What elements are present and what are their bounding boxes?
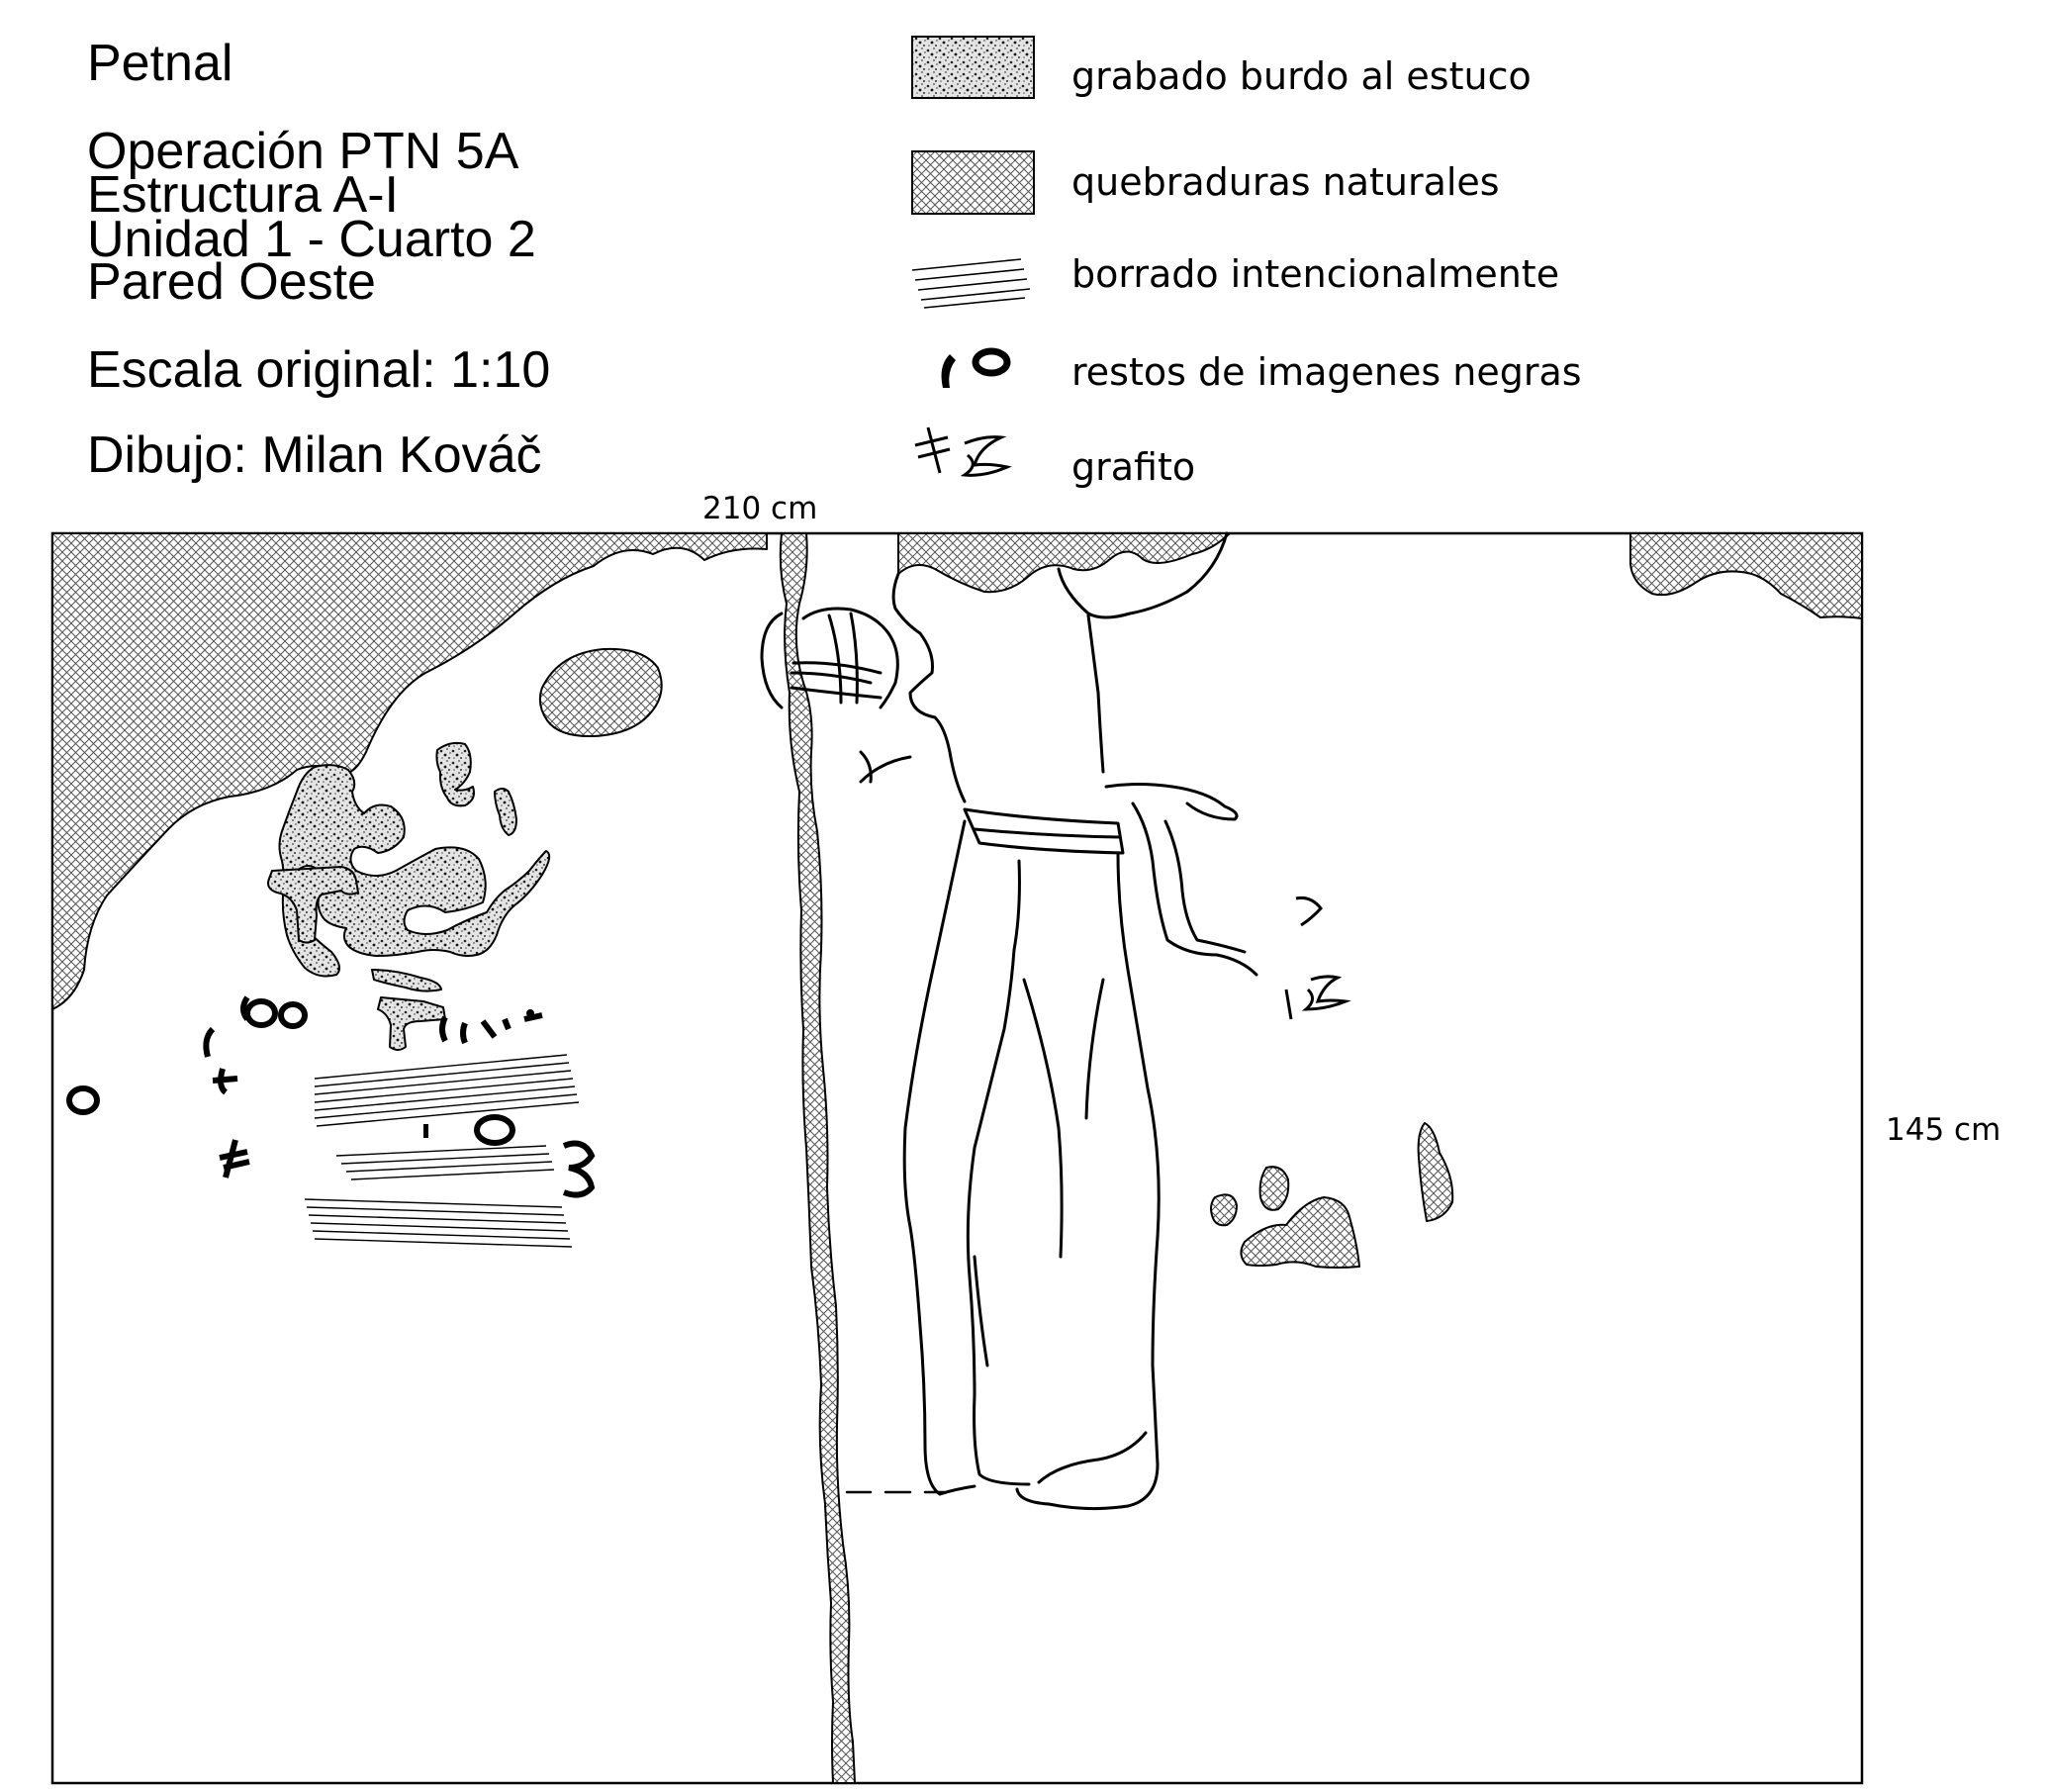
engraving-lower-t (377, 996, 446, 1051)
engraving-dash (371, 969, 442, 992)
legend-label-erased: borrado intencionalmente (1071, 252, 1560, 296)
break-vertical-crack (779, 532, 856, 1784)
graffiti-marks (1284, 896, 1351, 1020)
figure-headdress (760, 607, 899, 709)
legend-swatch-breaks (911, 150, 1035, 215)
legend-label-engraving: grabado burdo al estuco (1071, 54, 1532, 98)
engraving-hook-glyph (435, 741, 475, 807)
legend-label-black-images: restos de imagenes negras (1071, 350, 1582, 394)
figure-belt (963, 807, 1125, 855)
legend-symbol-graffiti (914, 426, 1012, 477)
break-top-right (1629, 532, 1863, 619)
legend-label-breaks: quebraduras naturales (1071, 160, 1500, 204)
break-right-vertical (1417, 1122, 1454, 1222)
black-marks-small (423, 1009, 534, 1138)
legend-symbol-black-images (941, 347, 1011, 388)
legend-swatch-engraving (911, 36, 1035, 99)
engraving-hammer-glyph (267, 866, 359, 944)
break-right-blob (1240, 1196, 1360, 1269)
height-dimension: 145 cm (1886, 1112, 2001, 1148)
width-dimension: 210 cm (702, 491, 818, 526)
engraving-main-glyph (278, 764, 551, 978)
structure-label: Estructura A-I (87, 166, 399, 224)
black-image-remains (66, 995, 596, 1198)
break-blob-upper (538, 647, 663, 738)
break-top-center (897, 532, 1231, 594)
scale-label: Escala original: 1:10 (87, 341, 551, 399)
break-right-small-1 (1210, 1193, 1238, 1227)
break-right-small-2 (1258, 1166, 1290, 1211)
legend-swatch-erased (911, 258, 1031, 309)
painted-figure (760, 531, 1258, 1511)
unit-label: Unidad 1 - Cuarto 2 (87, 211, 536, 268)
operation-label: Operación PTN 5A (87, 123, 519, 180)
legend-label-graffiti: grafito (1071, 445, 1196, 489)
drawing-credit: Dibujo: Milan Kováč (87, 426, 542, 484)
engraving-small-stroke (494, 788, 517, 836)
wall-label: Pared Oeste (87, 253, 376, 311)
site-name: Petnal (87, 35, 233, 92)
break-upper-left (51, 532, 768, 1010)
erased-lines (304, 1054, 580, 1248)
